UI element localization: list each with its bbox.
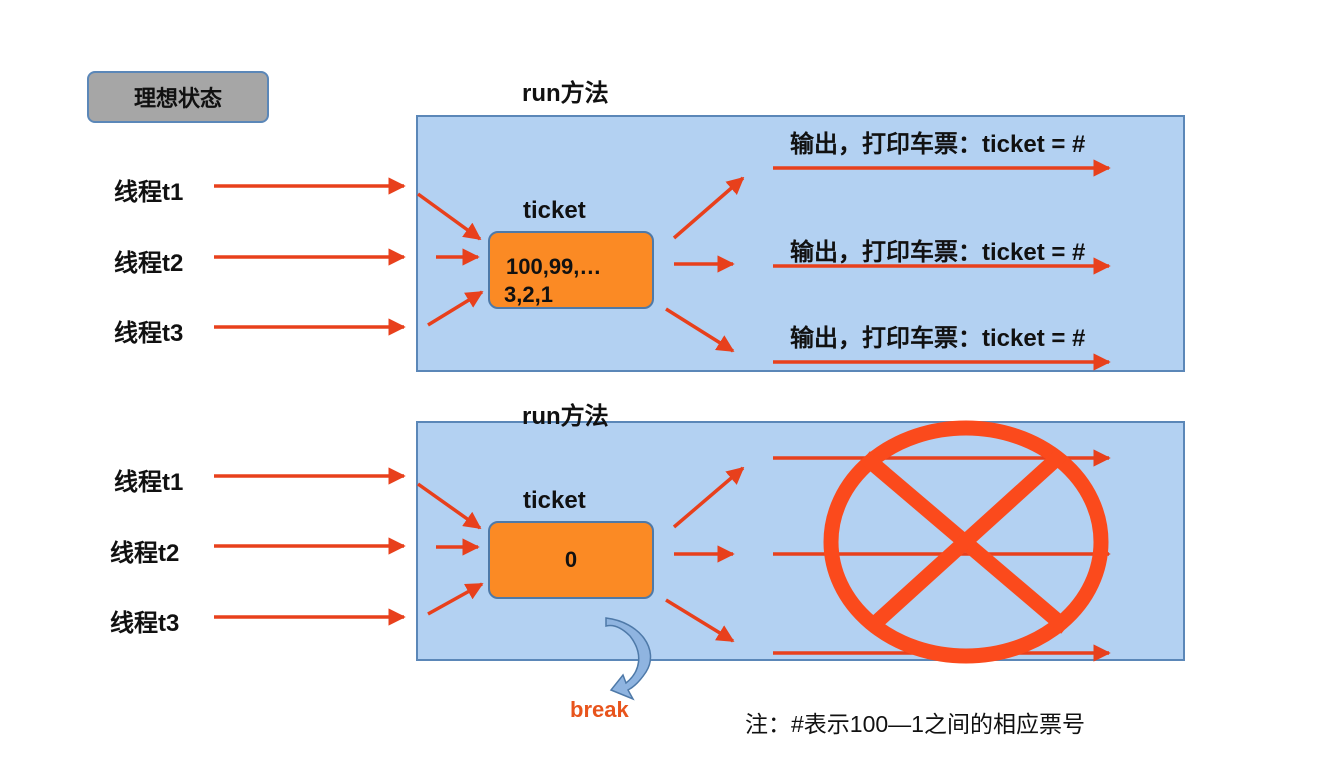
into-ticket-arrow-3-top <box>427 290 484 327</box>
ideal-state-label: 理想状态 <box>87 71 269 123</box>
into-ticket-arrow-1-top <box>416 192 482 241</box>
out-ticket-arrow-1-top <box>672 176 745 240</box>
out-ticket-arrow-1-bottom <box>672 466 745 529</box>
thread-t2-label-bottom: 线程t2 <box>110 540 180 567</box>
ticket-values-line2: 3,2,1 <box>504 282 553 307</box>
thread-t1-label-top: 线程t1 <box>114 179 184 206</box>
output-print-line-2: 输出，打印车票：ticket = # <box>790 239 1086 266</box>
output-print-line-3: 输出，打印车票：ticket = # <box>790 325 1086 352</box>
into-ticket-arrow-3-bottom <box>427 582 484 616</box>
ticket-title-top: ticket <box>523 197 586 224</box>
into-ticket-arrow-1-bottom <box>416 482 482 530</box>
out-ticket-arrow-3-bottom <box>665 598 735 643</box>
ticket-value-box-bottom: 0 <box>488 521 654 599</box>
thread-t3-label-bottom: 线程t3 <box>110 610 180 637</box>
ticket-zero-value: 0 <box>564 547 578 572</box>
thread-t1-label-bottom: 线程t1 <box>114 469 184 496</box>
ticket-title-bottom: ticket <box>523 487 586 514</box>
ticket-values-line1: 100,99,… <box>506 254 602 279</box>
break-curved-arrow-icon <box>605 617 652 701</box>
thread-t2-label-top: 线程t2 <box>114 250 184 277</box>
thread-t3-label-top: 线程t3 <box>114 320 184 347</box>
footnote: 注：#表示100—1之间的相应票号 <box>745 711 1085 737</box>
output-print-line-1: 输出，打印车票：ticket = # <box>790 131 1086 158</box>
ticket-value-box-top: 100,99,… 3,2,1 <box>488 231 654 309</box>
break-label: break <box>570 697 629 722</box>
out-ticket-arrow-3-top <box>665 307 735 353</box>
forbidden-sign-icon <box>823 420 1109 664</box>
run-method-title-bottom: run方法 <box>522 403 609 430</box>
run-method-title-top: run方法 <box>522 80 609 107</box>
